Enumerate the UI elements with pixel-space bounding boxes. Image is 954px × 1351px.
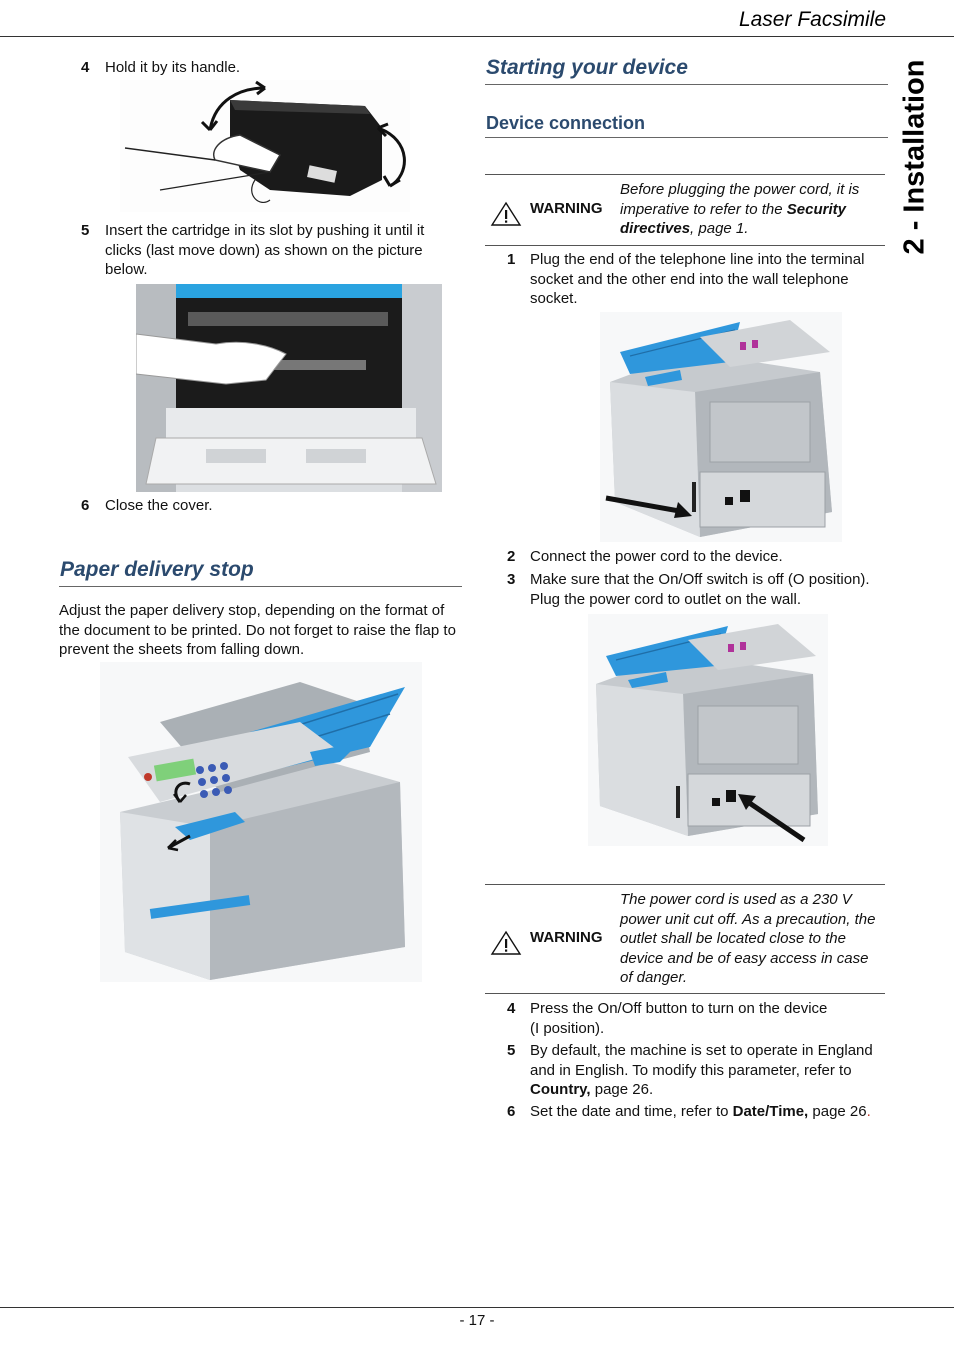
left-step-6: 6 Close the cover. [81, 496, 461, 516]
step-text-part: Set the date and time, refer to [530, 1103, 733, 1120]
step-number: 6 [507, 1103, 516, 1120]
country-ref: Country, [530, 1081, 591, 1098]
step-text-part: By default, the machine is set to operat… [530, 1042, 873, 1079]
warning-text-part: Before plugging the power cord, it is im… [620, 181, 860, 218]
right-step-2: 2 Connect the power cord to the device. [507, 547, 887, 567]
step-text: By default, the machine is set to operat… [530, 1041, 887, 1100]
step-number: 1 [507, 251, 516, 268]
step-text-part: page 26. [590, 1081, 654, 1098]
right-step-6: 6 Set the date and time, refer to Date/T… [507, 1102, 892, 1122]
section-rule [485, 84, 888, 85]
document-title: Laser Facsimile [738, 8, 886, 31]
right-step-4: 4 Press the On/Off button to turn on the… [507, 999, 887, 1039]
chapter-tab: 2 - Installation [885, 52, 945, 262]
warning-text: Before plugging the power cord, it is im… [620, 180, 882, 239]
step-number: 4 [507, 1000, 516, 1017]
subsection-rule [485, 137, 888, 138]
step-text: Close the cover. [105, 497, 213, 514]
step-number: 5 [507, 1042, 516, 1059]
paper-delivery-stop-illustration [100, 662, 422, 982]
step-number: 3 [507, 571, 516, 588]
warning-triangle-icon [490, 201, 522, 227]
step-text: Plug the end of the telephone line into … [530, 251, 865, 307]
left-step-4: 4 Hold it by its handle. [81, 58, 461, 78]
warning-label: WARNING [530, 200, 603, 217]
power-cord-illustration [588, 614, 828, 846]
step-text: Connect the power cord to the device. [530, 548, 783, 565]
security-directives-ref: Security directives [620, 200, 846, 238]
step-text: Press the On/Off button to turn on the d… [530, 999, 887, 1038]
right-step-5: 5 By default, the machine is set to oper… [507, 1041, 887, 1101]
step-text-part: page 26 [808, 1103, 867, 1120]
step-text: Set the date and time, refer to Date/Tim… [530, 1102, 892, 1122]
step-text: Make sure that the On/Off switch is off … [530, 571, 870, 608]
right-step-3: 3 Make sure that the On/Off switch is of… [507, 570, 887, 610]
warning-label: WARNING [530, 929, 603, 946]
step-text: Insert the cartridge in its slot by push… [105, 222, 425, 278]
step-text-line: (I position). [530, 1019, 605, 1037]
step-number: 2 [507, 548, 516, 565]
warning-box-2: WARNING The power cord is used as a 230 … [485, 884, 885, 994]
step-number: 4 [81, 59, 90, 76]
section-rule [59, 586, 462, 587]
date-time-ref: Date/Time, [732, 1103, 809, 1120]
cartridge-insert-illustration [136, 284, 442, 492]
warning-box-1: WARNING Before plugging the power cord, … [485, 174, 885, 246]
device-connection-heading: Device connection [486, 113, 646, 133]
warning-triangle-icon [490, 930, 522, 956]
warning-text-part: , page 1. [690, 220, 749, 237]
starting-device-heading: Starting your device [486, 56, 688, 79]
step-text-line: Press the On/Off button to turn on the d… [530, 1000, 828, 1017]
telephone-line-illustration [600, 312, 842, 542]
page-number: - 17 - [459, 1312, 495, 1329]
step-text: Hold it by its handle. [105, 59, 241, 76]
step-number: 5 [81, 222, 90, 239]
chapter-tab-label: 2 - Installation [898, 59, 931, 255]
red-period: . [866, 1103, 871, 1120]
step-number: 6 [81, 497, 90, 514]
paper-delivery-text: Adjust the paper delivery stop, dependin… [59, 602, 456, 658]
warning-text: The power cord is used as a 230 V power … [620, 891, 876, 986]
right-step-1: 1 Plug the end of the telephone line int… [507, 250, 887, 310]
left-step-5: 5 Insert the cartridge in its slot by pu… [81, 221, 461, 281]
paper-delivery-heading: Paper delivery stop [60, 558, 254, 581]
cartridge-handle-illustration [120, 80, 410, 212]
footer-divider [0, 1307, 954, 1308]
header-divider [0, 36, 954, 37]
